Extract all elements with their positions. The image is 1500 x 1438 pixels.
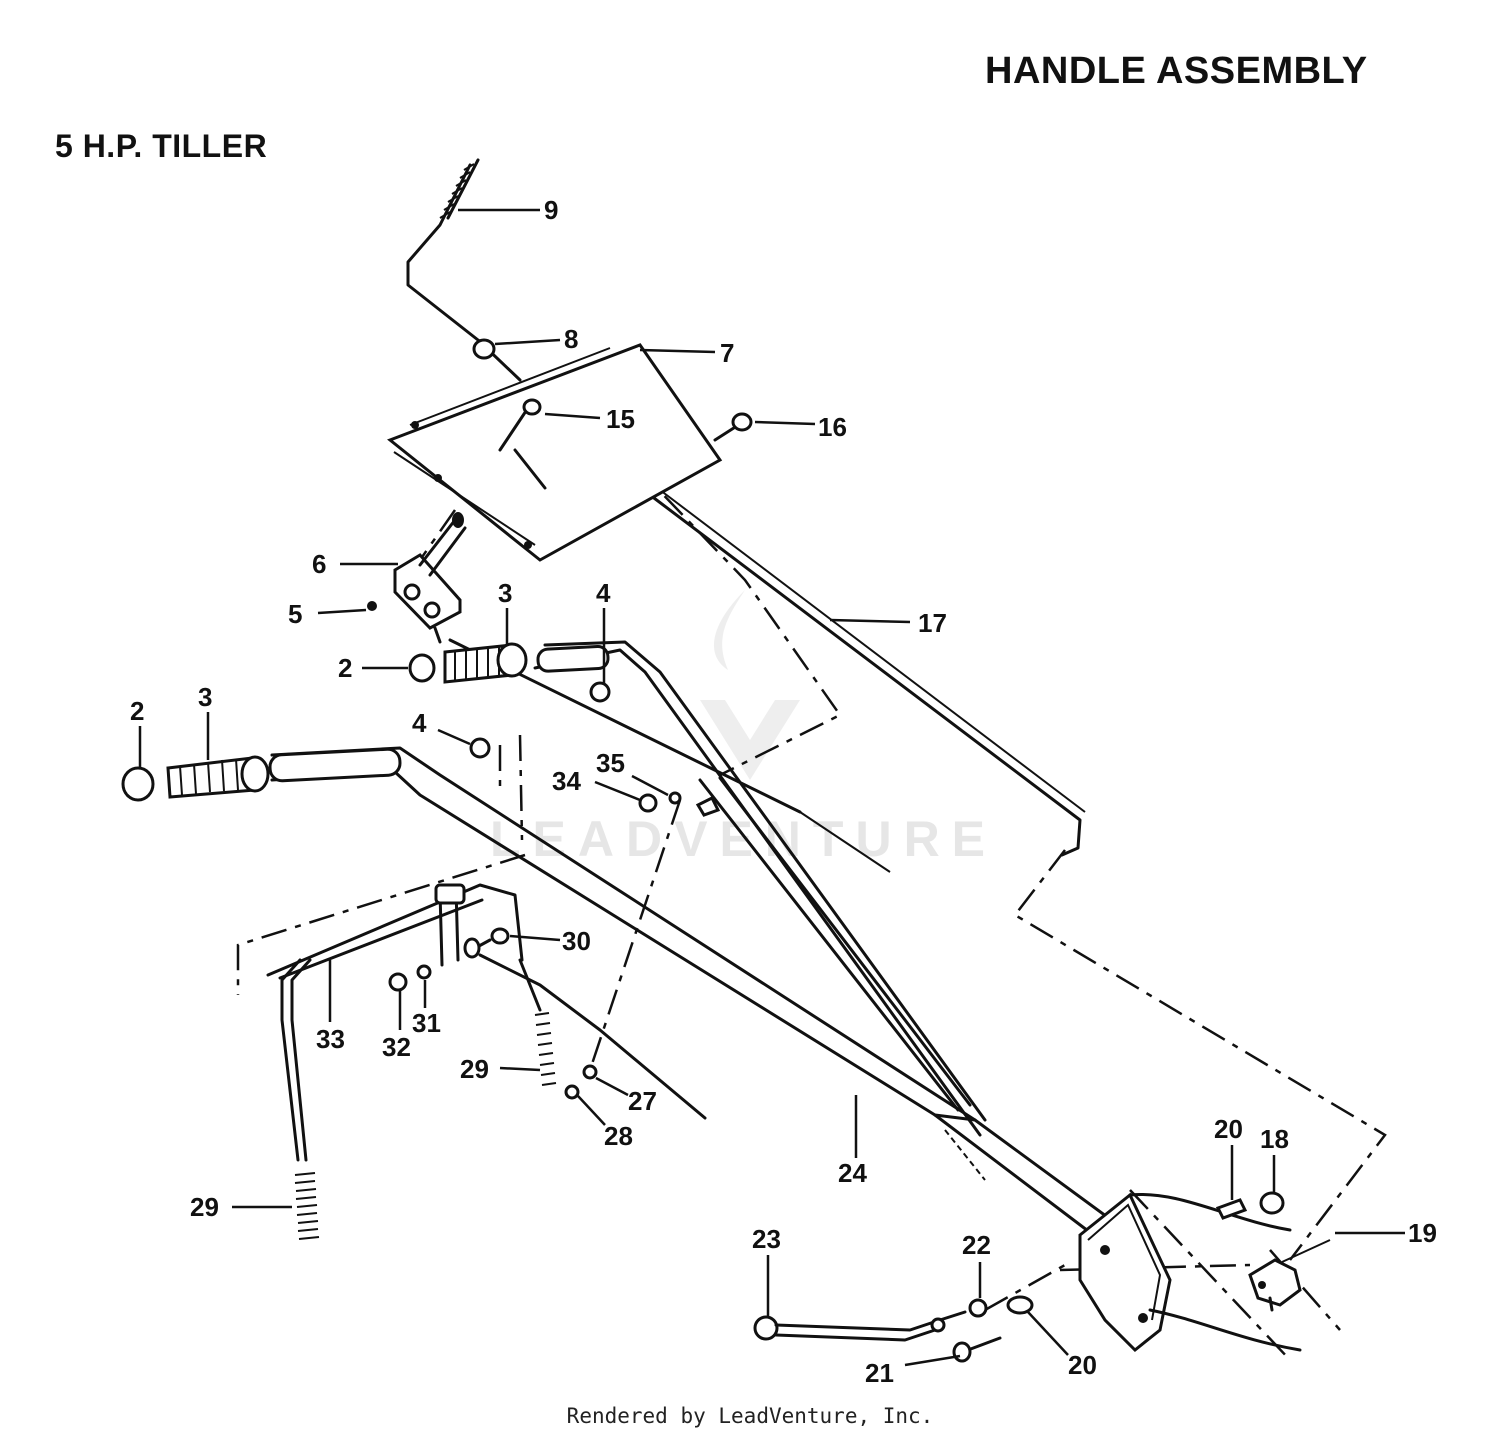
grip-upper	[443, 642, 528, 684]
callout-23: 23	[752, 1224, 781, 1254]
callout-17: 17	[918, 608, 947, 638]
callout-24: 24	[838, 1158, 867, 1188]
callout-35: 35	[596, 748, 625, 778]
callout-29-upper: 29	[460, 1054, 489, 1084]
callout-7: 7	[720, 338, 734, 368]
callout-22: 22	[962, 1230, 991, 1260]
callout-33: 33	[316, 1024, 345, 1054]
grip-cap-lower-icon	[121, 766, 155, 802]
callout-18: 18	[1260, 1124, 1289, 1154]
nut-32-icon	[388, 972, 408, 992]
callout-21: 21	[865, 1358, 894, 1388]
callout-34: 34	[552, 766, 581, 796]
spring-29-upper-icon	[518, 958, 557, 1086]
callout-2-upper: 2	[338, 653, 352, 683]
bolt-16-icon	[713, 412, 753, 442]
callout-16: 16	[818, 412, 847, 442]
callout-4-lower: 4	[412, 708, 427, 738]
washer-20-lower-icon	[1006, 1295, 1034, 1315]
nut-34-icon	[638, 793, 658, 813]
lower-handlebar	[268, 746, 1127, 1242]
callout-28: 28	[604, 1121, 633, 1151]
callout-29-lower: 29	[190, 1192, 219, 1222]
callout-19: 19	[1408, 1218, 1437, 1248]
callout-30: 30	[562, 926, 591, 956]
pin-28-icon	[564, 1084, 580, 1100]
height-adjust-lever	[753, 1310, 967, 1342]
callout-3-upper: 3	[498, 578, 512, 608]
upper-handlebar	[533, 640, 987, 1137]
clutch-lever	[266, 883, 524, 1162]
washer-22-icon	[968, 1298, 988, 1318]
callout-8: 8	[564, 324, 578, 354]
bolt-21-icon	[952, 1336, 1002, 1363]
callout-27: 27	[628, 1086, 657, 1116]
callout-leaders	[138, 208, 1405, 1367]
spring-9-icon	[439, 163, 475, 219]
callout-4-upper: 4	[596, 578, 611, 608]
nut-18-icon	[1259, 1191, 1285, 1215]
washer-35-icon	[668, 791, 682, 805]
watermark-logo-icon	[700, 590, 800, 780]
throttle-bracket	[393, 512, 467, 644]
nut-4-upper-icon	[589, 681, 611, 703]
callout-numbers: 9 8 7 15 16 6 5 17 3 4 2 2 3 4 34 35 30 …	[130, 195, 1437, 1388]
callout-2-lower: 2	[130, 696, 144, 726]
watermark-text: LEADVENTURE	[490, 811, 998, 867]
callout-5: 5	[288, 599, 302, 629]
clip-icon	[695, 795, 721, 817]
bolt-30-icon	[463, 927, 510, 959]
nut-8-icon	[472, 338, 496, 360]
clip-27-icon	[582, 1064, 598, 1080]
control-rod	[648, 493, 1082, 857]
washer-31-icon	[416, 964, 432, 980]
callout-15: 15	[606, 404, 635, 434]
grip-lower	[166, 755, 270, 799]
model-subtitle: 5 H.P. TILLER	[55, 128, 268, 164]
page-title: HANDLE ASSEMBLY	[985, 50, 1368, 92]
footer-credit: Rendered by LeadVenture, Inc.	[566, 1404, 934, 1428]
nut-5-icon	[367, 601, 377, 611]
callout-3-lower: 3	[198, 682, 212, 712]
washer-20-upper-icon	[1215, 1198, 1248, 1220]
spring-29-lower-icon	[294, 1172, 320, 1240]
callout-32: 32	[382, 1032, 411, 1062]
clutch-cable	[478, 953, 707, 1120]
grip-cap-upper-icon	[408, 653, 436, 683]
callout-20-upper: 20	[1214, 1114, 1243, 1144]
callout-9: 9	[544, 195, 558, 225]
callout-31: 31	[412, 1008, 441, 1038]
pin-19-icon	[1281, 1239, 1331, 1263]
shield-plate	[387, 343, 723, 562]
nut-4-lower-icon	[469, 737, 491, 759]
handle-mount-bracket	[1078, 1192, 1302, 1353]
callout-6: 6	[312, 549, 326, 579]
throttle-rod	[406, 158, 522, 382]
housing-bracket	[1248, 1258, 1302, 1312]
callout-20-lower: 20	[1068, 1350, 1097, 1380]
cross-brace	[698, 776, 972, 1112]
bolt-15-icon	[498, 398, 547, 490]
